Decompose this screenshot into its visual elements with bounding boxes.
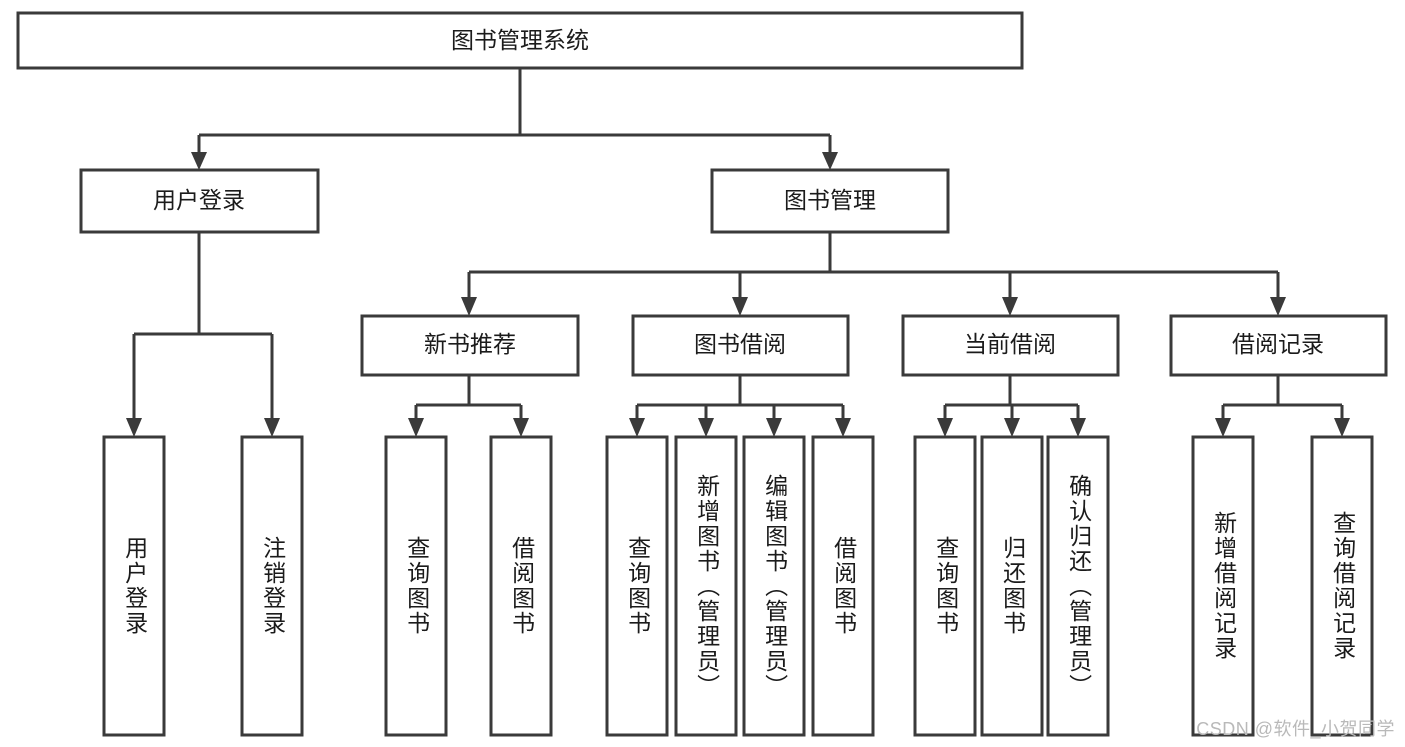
node-root-box[interactable]	[16, 11, 1024, 70]
node-root-label: 图书管理系统	[451, 27, 589, 53]
leaf-group-new-book-recommend	[384, 435, 553, 737]
node-book-mgmt[interactable]: 图书管理	[710, 168, 950, 234]
connector-group-book-mgmt	[461, 232, 1286, 316]
leaf-box-borrow-record-2[interactable]	[1310, 435, 1374, 737]
arrow-head-leaf-book-borrow-4	[835, 418, 851, 437]
node-book-borrow-label: 图书借阅	[694, 331, 786, 357]
node-borrow-record[interactable]: 借阅记录	[1169, 314, 1388, 377]
node-borrow-record-box[interactable]	[1169, 314, 1388, 377]
arrow-head-new-book	[461, 297, 477, 316]
arrow-head-leaf-current-borrow-1	[937, 418, 953, 437]
leaf-box-user-login-1[interactable]	[102, 435, 166, 737]
connector-group-root	[191, 68, 838, 170]
leaf-box-borrow-record-1[interactable]	[1191, 435, 1255, 737]
node-current-borrow-label: 当前借阅	[964, 331, 1056, 357]
connector-group-current-borrow	[937, 375, 1086, 437]
leaf-box-new-book-2[interactable]	[489, 435, 553, 737]
connector-group-user-login	[126, 232, 280, 437]
arrow-head-leaf-user-login-1	[126, 418, 142, 437]
arrow-head-leaf-user-login-2	[264, 418, 280, 437]
leaf-box-book-borrow-4[interactable]	[811, 435, 875, 737]
leaf-box-book-borrow-1[interactable]	[605, 435, 669, 737]
arrow-head-leaf-book-borrow-2	[698, 418, 714, 437]
node-current-borrow-box[interactable]	[901, 314, 1120, 377]
node-book-borrow[interactable]: 图书借阅	[631, 314, 850, 377]
connector-group-borrow-record	[1215, 375, 1350, 437]
arrow-head-user-login	[191, 152, 207, 170]
leaf-group-user-login	[102, 435, 304, 737]
arrow-head-leaf-current-borrow-2	[1004, 418, 1020, 437]
leaf-group-book-borrow	[605, 435, 875, 737]
node-user-login[interactable]: 用户登录	[79, 168, 320, 234]
arrow-head-book-mgmt	[822, 152, 838, 170]
arrow-head-borrow-record	[1270, 297, 1286, 316]
node-book-mgmt-box[interactable]	[710, 168, 950, 234]
node-new-book-recommend-label: 新书推荐	[424, 331, 516, 357]
node-book-borrow-box[interactable]	[631, 314, 850, 377]
arrow-head-current-borrow	[1002, 297, 1018, 316]
leaf-group-borrow-record	[1191, 435, 1374, 737]
arrow-head-leaf-borrow-record-1	[1215, 418, 1231, 437]
node-borrow-record-label: 借阅记录	[1232, 331, 1324, 357]
node-new-book-recommend-box[interactable]	[360, 314, 580, 377]
leaf-box-new-book-1[interactable]	[384, 435, 448, 737]
watermark-text: CSDN @软件_小贺同学	[1196, 719, 1395, 739]
leaf-box-current-borrow-3[interactable]	[1046, 435, 1110, 737]
node-current-borrow[interactable]: 当前借阅	[901, 314, 1120, 377]
connector-group-new-book	[408, 375, 529, 437]
arrow-head-leaf-new-book-2	[513, 418, 529, 437]
arrow-head-leaf-new-book-1	[408, 418, 424, 437]
leaf-box-book-borrow-2[interactable]	[674, 435, 738, 737]
leaf-box-current-borrow-2[interactable]	[980, 435, 1044, 737]
leaf-box-user-login-2[interactable]	[240, 435, 304, 737]
arrow-head-leaf-current-borrow-3	[1070, 418, 1086, 437]
node-new-book-recommend[interactable]: 新书推荐	[360, 314, 580, 377]
arrow-head-leaf-book-borrow-1	[629, 418, 645, 437]
leaf-group-current-borrow	[913, 435, 1110, 737]
node-root[interactable]: 图书管理系统	[16, 11, 1024, 70]
leaf-box-book-borrow-3[interactable]	[742, 435, 806, 737]
arrow-head-book-borrow	[732, 297, 748, 316]
connector-group-book-borrow	[629, 375, 851, 437]
arrow-head-leaf-book-borrow-3	[766, 418, 782, 437]
leaf-box-current-borrow-1[interactable]	[913, 435, 977, 737]
node-user-login-label: 用户登录	[153, 187, 245, 213]
node-book-mgmt-label: 图书管理	[784, 187, 876, 213]
arrow-head-leaf-borrow-record-2	[1334, 418, 1350, 437]
node-user-login-box[interactable]	[79, 168, 320, 234]
